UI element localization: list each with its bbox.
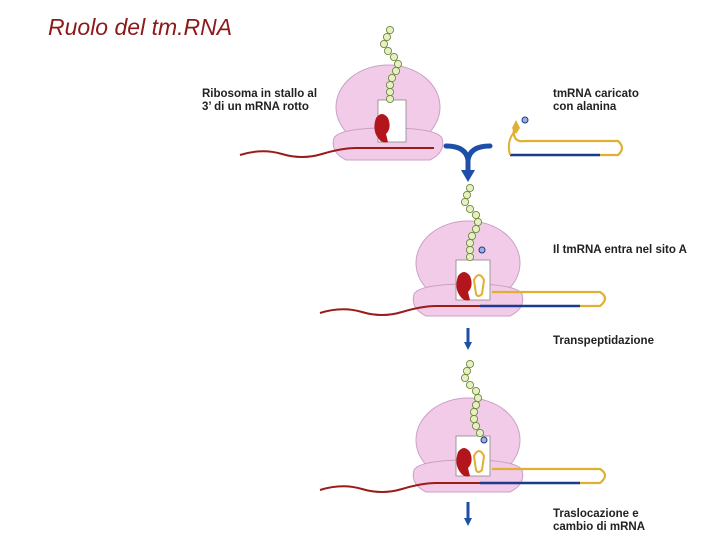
stage-1-stalled-ribosome (239, 25, 444, 161)
tmrna-loop (492, 467, 607, 485)
alanine-icon (480, 436, 488, 444)
nascent-peptide-chain (460, 183, 483, 262)
ribosome-small-subunit (332, 127, 444, 161)
charged-tmrna (507, 116, 624, 157)
tmrna-loop (492, 290, 607, 308)
tmrna-loop (512, 127, 624, 157)
label-stalled-ribosome: Ribosoma in stallo al 3’ di un mRNA rott… (202, 88, 318, 113)
mrna-strand (319, 305, 480, 316)
stage-2-tmrna-enters (319, 183, 607, 317)
mrna-strand (239, 147, 434, 158)
tmrna-trna-domain (472, 450, 486, 473)
peptidyl-trna (456, 272, 472, 301)
label-translocation: Traslocazione e cambio di mRNA (553, 508, 646, 533)
alanine-icon (478, 246, 486, 254)
tmrna-trna-domain (512, 120, 520, 134)
nascent-peptide-chain (460, 359, 485, 438)
slide-title: Ruolo del tm.RNA (48, 14, 233, 40)
stage-3-transpeptidation (319, 359, 607, 493)
label-tmrna-charged: tmRNA caricato con alanina (553, 88, 639, 113)
peptidyl-trna (374, 114, 390, 143)
label-tmrna-enters-a-site: Il tmRNA entra nel sito A (553, 244, 687, 256)
mrna-strand (319, 482, 480, 493)
merge-arrow (443, 143, 493, 182)
alanine-icon (521, 116, 529, 124)
label-transpeptidation: Transpeptidazione (553, 335, 654, 347)
deacylated-trna (456, 448, 472, 477)
tmrna-trna-domain (472, 274, 486, 297)
nascent-peptide-chain (379, 25, 403, 104)
